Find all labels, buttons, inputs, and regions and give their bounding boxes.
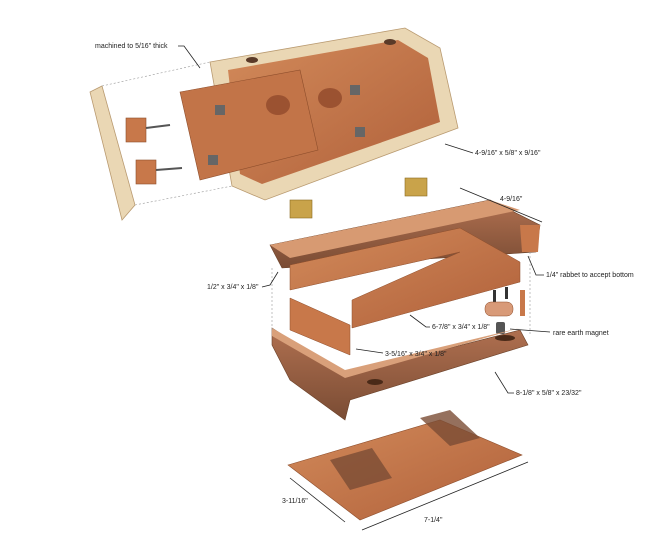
label-short-rail: 1/2" x 3/4" x 1/8" [207, 284, 259, 291]
lid [179, 27, 459, 201]
brass-hinge [289, 177, 428, 219]
lid-hinge-blocks [125, 117, 183, 185]
label-box-width: 4-9/16" [500, 196, 523, 203]
label-short-liner: 3-5/16" x 3/4" x 1/8" [385, 351, 447, 358]
bottom-panel [287, 410, 523, 521]
long-liner [289, 227, 521, 329]
label-lid-end: 4-9/16" x 5/8" x 9/16" [475, 150, 541, 157]
label-long-side: 8-1/8" x 5/8" x 23/32" [516, 390, 582, 397]
label-bottom-width: 3-11/16" [282, 498, 308, 505]
label-lid-thickness: machined to 5/16" thick [95, 43, 168, 50]
label-bottom-length: 7-1/4" [424, 517, 443, 524]
long-side [271, 327, 529, 421]
label-rabbet: 1/4" rabbet to accept bottom [546, 272, 634, 279]
short-liner [289, 297, 351, 356]
lid-end-piece [89, 85, 136, 221]
label-long-liner: 6-7/8" x 3/4" x 1/8" [432, 324, 490, 331]
label-magnet: rare earth magnet [553, 330, 609, 337]
magnet-parts [484, 287, 525, 334]
